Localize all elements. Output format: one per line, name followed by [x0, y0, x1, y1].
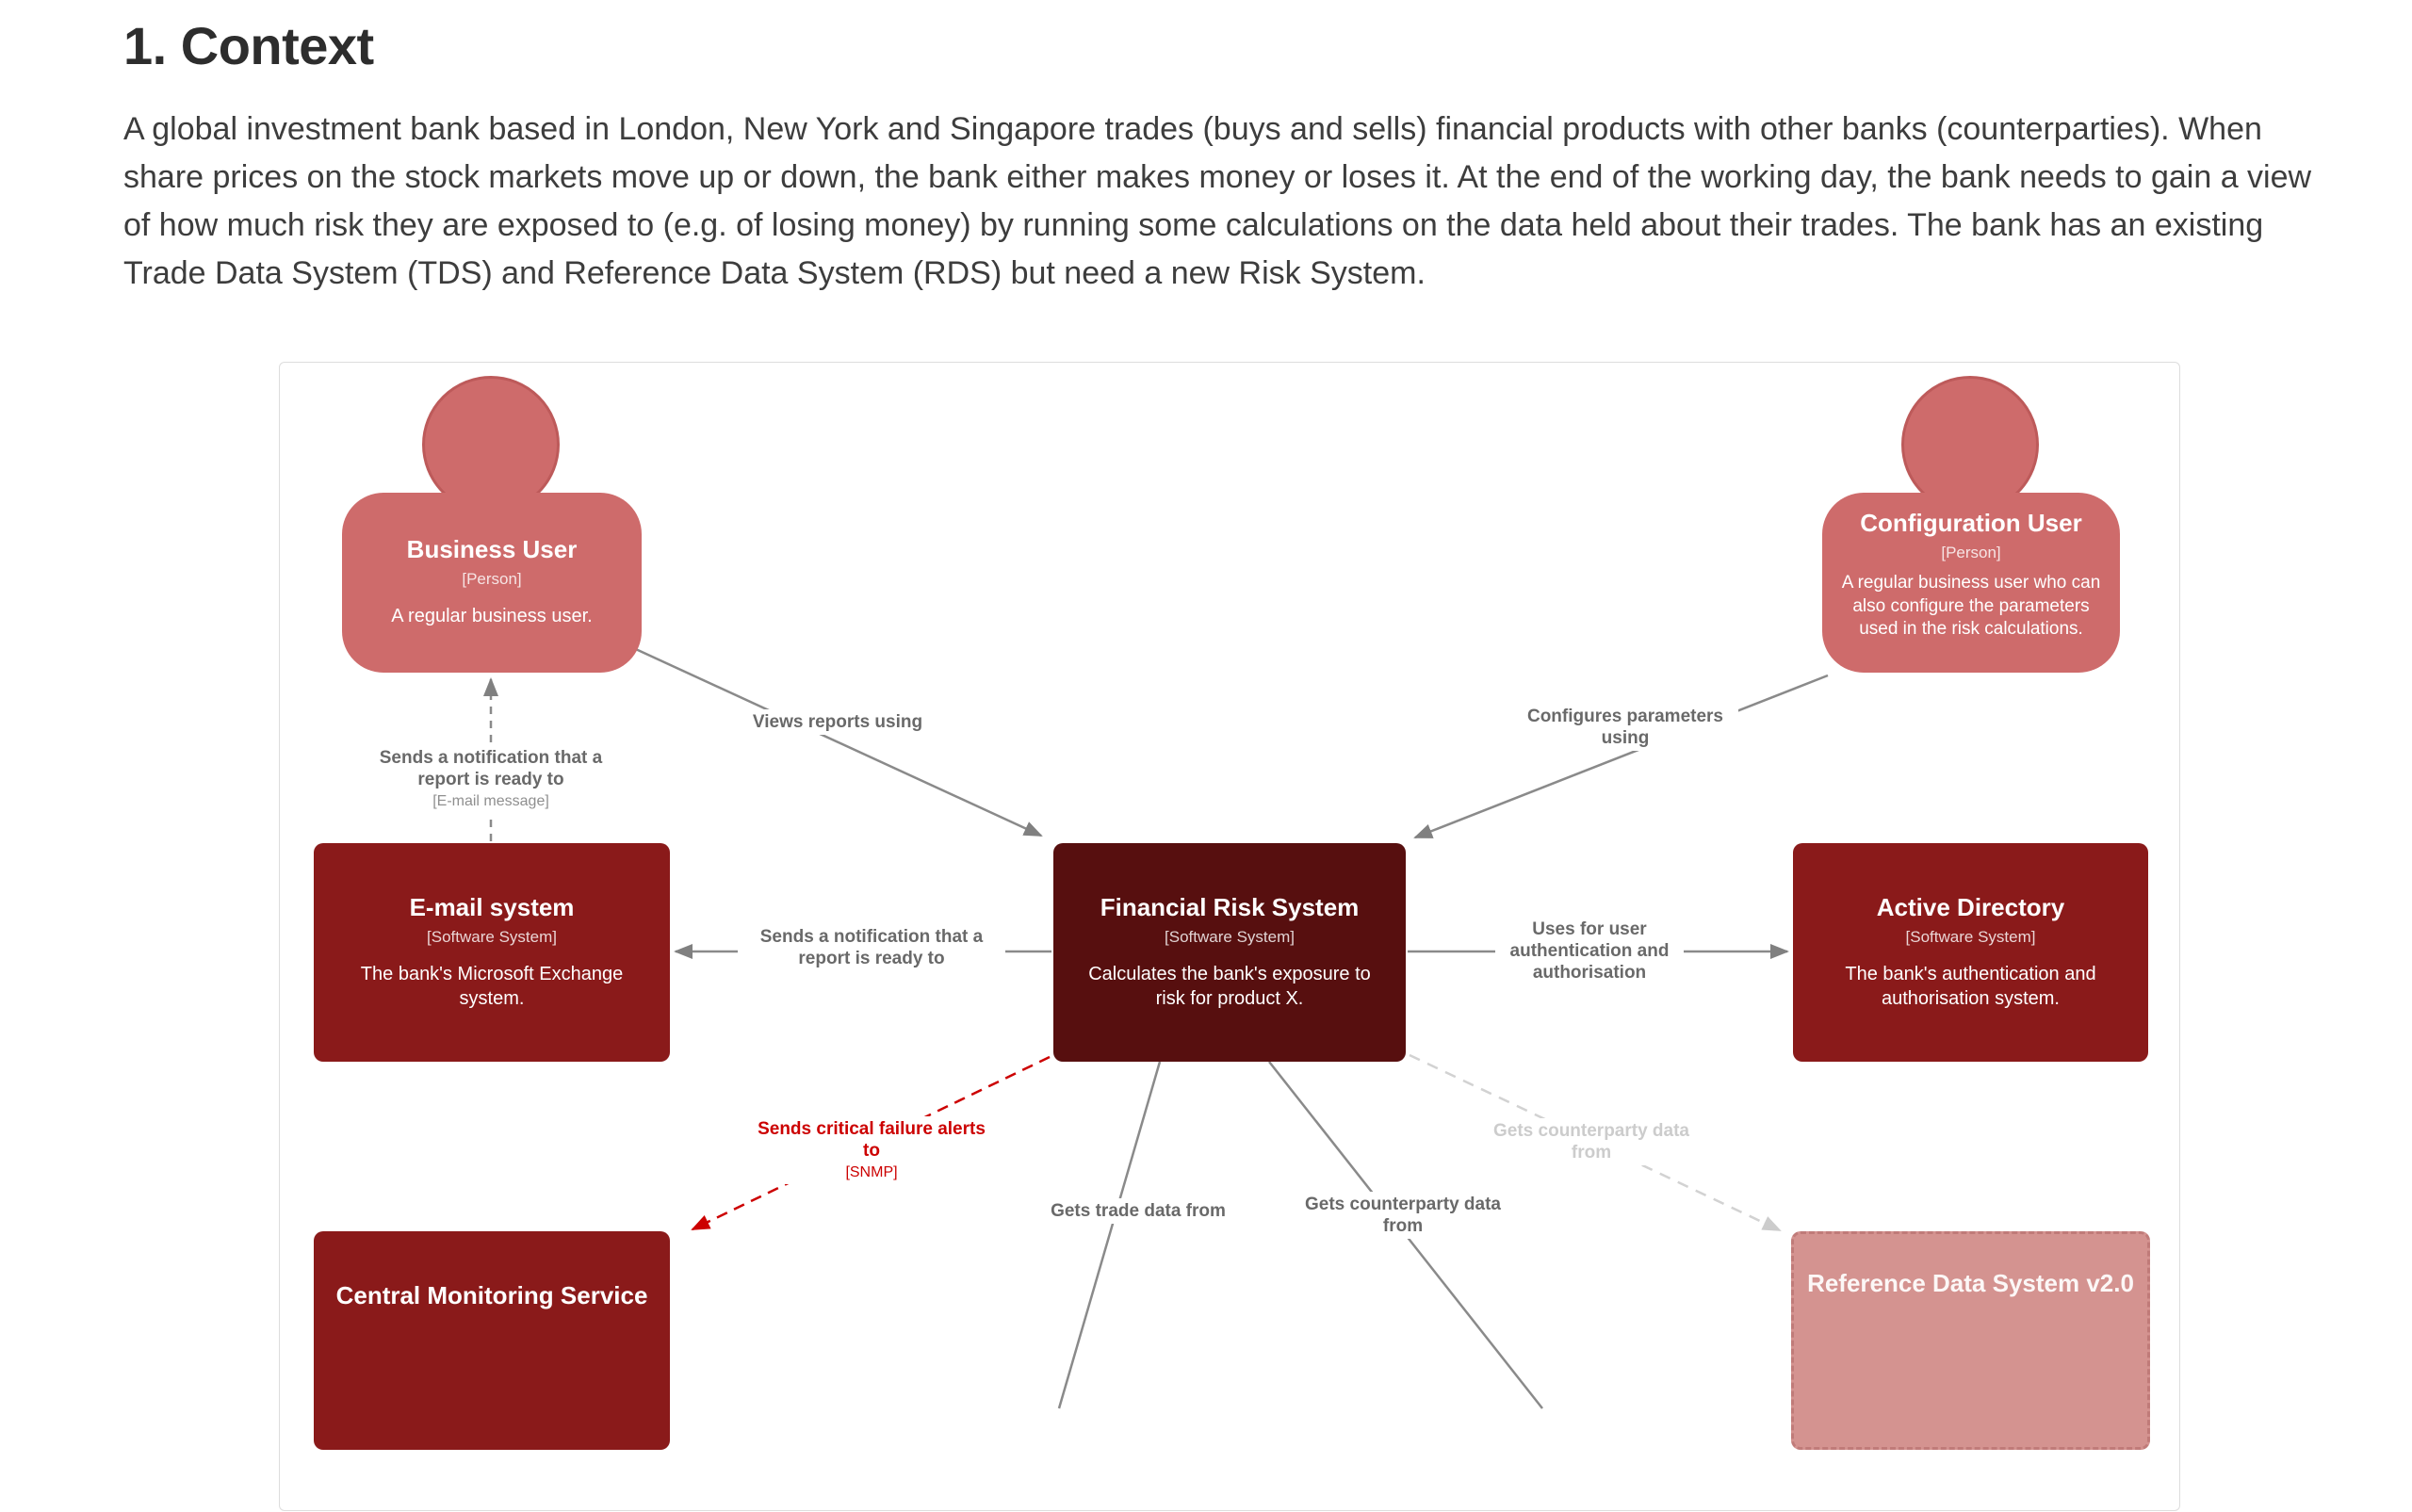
- node-meta: [Person]: [462, 569, 522, 588]
- node-description: The bank's Microsoft Exchange system.: [360, 963, 624, 1009]
- edge-configures-parameters: [1413, 674, 1829, 839]
- edge-label-critical-alerts: Sends critical failure alerts to [SNMP]: [749, 1116, 994, 1184]
- node-meta: [Software System]: [1165, 927, 1295, 946]
- edge-label-report-ready: Sends a notification that a report is re…: [738, 924, 1005, 972]
- node-name: Central Monitoring Service: [335, 1281, 648, 1309]
- node-business-user[interactable]: Business User [Person] A regular busines…: [342, 493, 642, 673]
- edge-meta-email-message: [E-mail message]: [432, 793, 549, 810]
- node-reference-data-system-v2[interactable]: Reference Data System v2.0: [1791, 1231, 2150, 1450]
- edge-label-user-auth: Uses for user authentication and authori…: [1495, 917, 1684, 986]
- node-name: Configuration User: [1860, 509, 2082, 537]
- edge-label-counterparty-data-future: Gets counterparty data from: [1478, 1118, 1704, 1166]
- edge-label-counterparty-data: Gets counterparty data from: [1290, 1192, 1516, 1240]
- node-description: The bank's authentication and authorisat…: [1845, 963, 2096, 1009]
- node-name: E-mail system: [409, 893, 575, 921]
- node-name: Active Directory: [1876, 893, 2065, 921]
- node-description: Calculates the bank's exposure to risk f…: [1088, 963, 1371, 1009]
- node-email-system[interactable]: E-mail system [Software System] The bank…: [314, 843, 670, 1062]
- page-title: 1. Context: [123, 16, 374, 75]
- edge-label-report-ready-email: Sends a notification that a report is re…: [364, 745, 618, 813]
- edge-meta-snmp: [SNMP]: [845, 1164, 898, 1181]
- node-description: A regular business user.: [391, 605, 593, 626]
- node-financial-risk-system[interactable]: Financial Risk System [Software System] …: [1053, 843, 1406, 1062]
- edge-label-configures-parameters: Configures parameters using: [1512, 704, 1738, 752]
- node-active-directory[interactable]: Active Directory [Software System] The b…: [1793, 843, 2148, 1062]
- context-description: A global investment bank based in London…: [123, 111, 2312, 291]
- edge-label-views-reports: Views reports using: [696, 709, 979, 736]
- node-name: Reference Data System v2.0: [1807, 1269, 2134, 1297]
- node-meta: [Person]: [1941, 543, 2001, 561]
- node-meta: [Software System]: [427, 927, 557, 946]
- node-name: Business User: [406, 535, 578, 563]
- node-meta: [Software System]: [1905, 927, 2036, 946]
- edge-trade-data: [1057, 1061, 1162, 1409]
- node-central-monitoring-service[interactable]: Central Monitoring Service: [314, 1231, 670, 1450]
- node-description: A regular business user who can also con…: [1841, 572, 2101, 640]
- configuration-user-head-icon[interactable]: [1901, 376, 2039, 513]
- node-name: Financial Risk System: [1100, 893, 1360, 921]
- diagram-panel: Views reports using Sends a notification…: [279, 362, 2180, 1511]
- edge-label-trade-data: Gets trade data from: [1016, 1198, 1261, 1225]
- business-user-head-icon[interactable]: [422, 376, 560, 513]
- node-configuration-user[interactable]: Configuration User [Person] A regular bu…: [1822, 493, 2120, 673]
- edge-views-reports: [627, 643, 1043, 837]
